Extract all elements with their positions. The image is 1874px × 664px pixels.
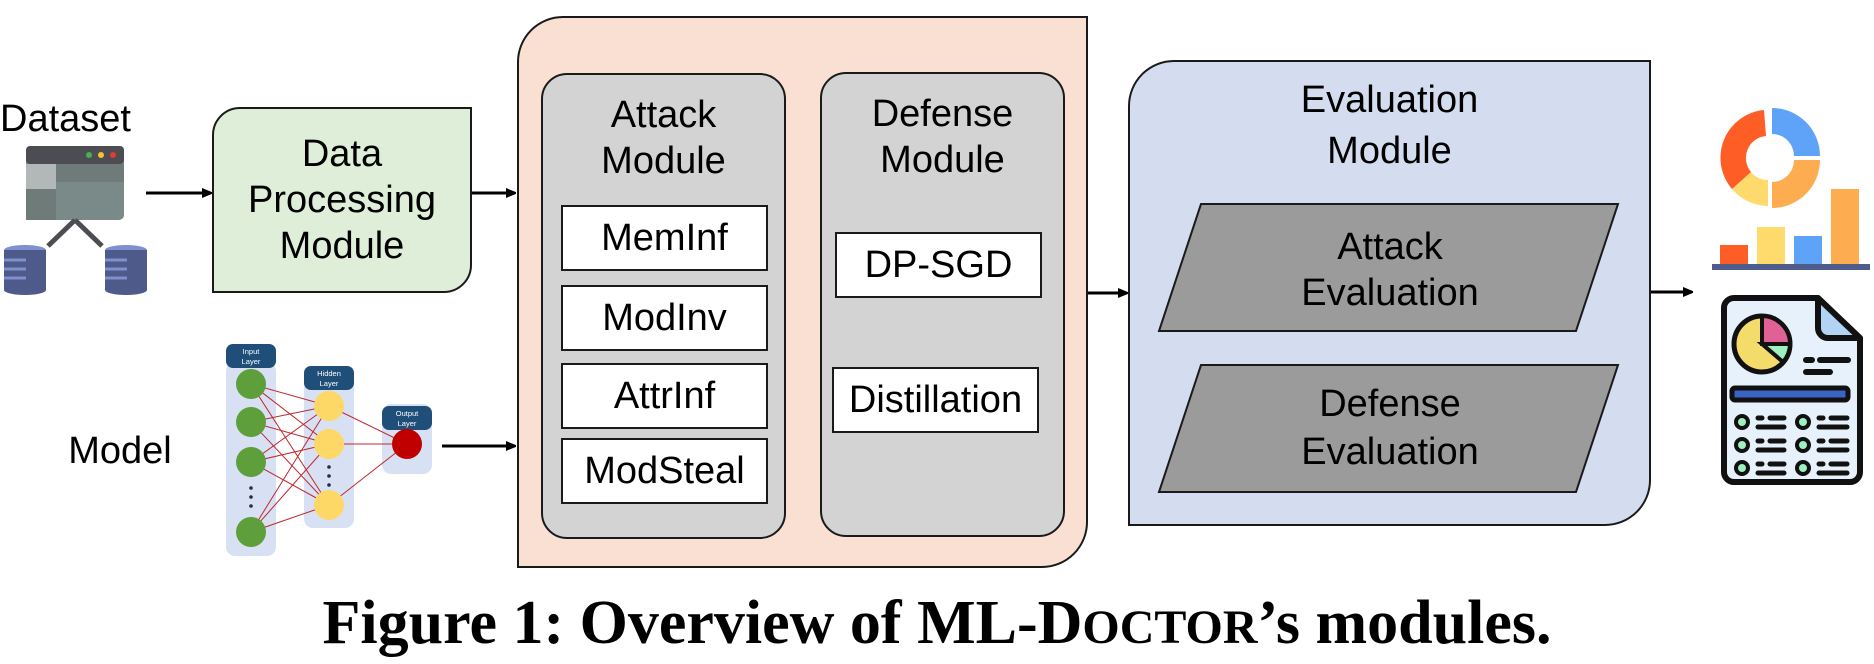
attack-item-attrinf: AttrInf xyxy=(561,363,768,429)
nn-hidden-layer-line-1: Hidden xyxy=(317,369,341,378)
caption-smallcaps-rest: OCTOR xyxy=(1082,601,1258,654)
attack-item-modsteal: ModSteal xyxy=(561,438,768,504)
nn-hidden-layer-line-2: Layer xyxy=(320,379,339,388)
chart-icon xyxy=(1712,108,1870,270)
attack-evaluation-line-1: Attack xyxy=(1337,226,1444,268)
defense-module-title-line-2: Module xyxy=(880,139,1005,181)
neural-network-icon: Input Layer Hidden Layer Output Layer xyxy=(226,344,432,556)
model-label: Model xyxy=(68,430,172,472)
defense-module: Defense Module DP-SGD Distillation xyxy=(820,72,1065,537)
nn-input-layer-line-2: Layer xyxy=(242,357,261,366)
attack-item-modinv: ModInv xyxy=(561,285,768,351)
defense-evaluation-item: Defense Evaluation xyxy=(1157,364,1620,493)
attack-item-meminf: MemInf xyxy=(561,205,768,271)
attack-module: Attack Module MemInf ModInv AttrInf ModS… xyxy=(541,73,786,539)
caption-suffix: ’s modules. xyxy=(1257,589,1552,657)
nn-output-layer-line-1: Output xyxy=(396,409,419,418)
data-processing-module: Data Processing Module xyxy=(212,107,472,293)
defense-module-title-line-1: Defense xyxy=(871,93,1014,135)
report-icon xyxy=(1721,295,1863,485)
data-processing-line-3: Module xyxy=(279,225,405,267)
attack-evaluation-item: Attack Evaluation xyxy=(1157,203,1620,332)
defense-evaluation-line-1: Defense xyxy=(1319,383,1461,425)
evaluation-module-title-line-2: Module xyxy=(1327,130,1452,172)
nn-input-layer-line-1: Input xyxy=(243,347,261,356)
evaluation-module-title-line-1: Evaluation xyxy=(1300,79,1479,121)
attack-evaluation-line-2: Evaluation xyxy=(1301,272,1478,314)
nn-output-layer-line-2: Layer xyxy=(398,419,417,428)
figure-caption: Figure 1: Overview of ML-DOCTOR’s module… xyxy=(0,588,1874,663)
defense-item-distillation: Distillation xyxy=(832,367,1039,433)
dataset-icon xyxy=(4,146,147,295)
attack-module-title-line-1: Attack xyxy=(610,94,717,136)
caption-prefix: Figure 1: Overview of ML- xyxy=(322,589,1038,657)
defense-item-dp-sgd: DP-SGD xyxy=(835,232,1042,298)
evaluation-items-layer: Attack Evaluation Defense Evaluation xyxy=(1157,203,1620,493)
data-processing-line-2: Processing xyxy=(248,179,436,221)
defense-evaluation-line-2: Evaluation xyxy=(1301,431,1478,473)
dataset-label: Dataset xyxy=(0,98,131,140)
data-processing-line-1: Data xyxy=(301,133,383,175)
caption-smallcaps-first: D xyxy=(1037,589,1083,657)
attack-module-title-line-2: Module xyxy=(601,140,726,182)
